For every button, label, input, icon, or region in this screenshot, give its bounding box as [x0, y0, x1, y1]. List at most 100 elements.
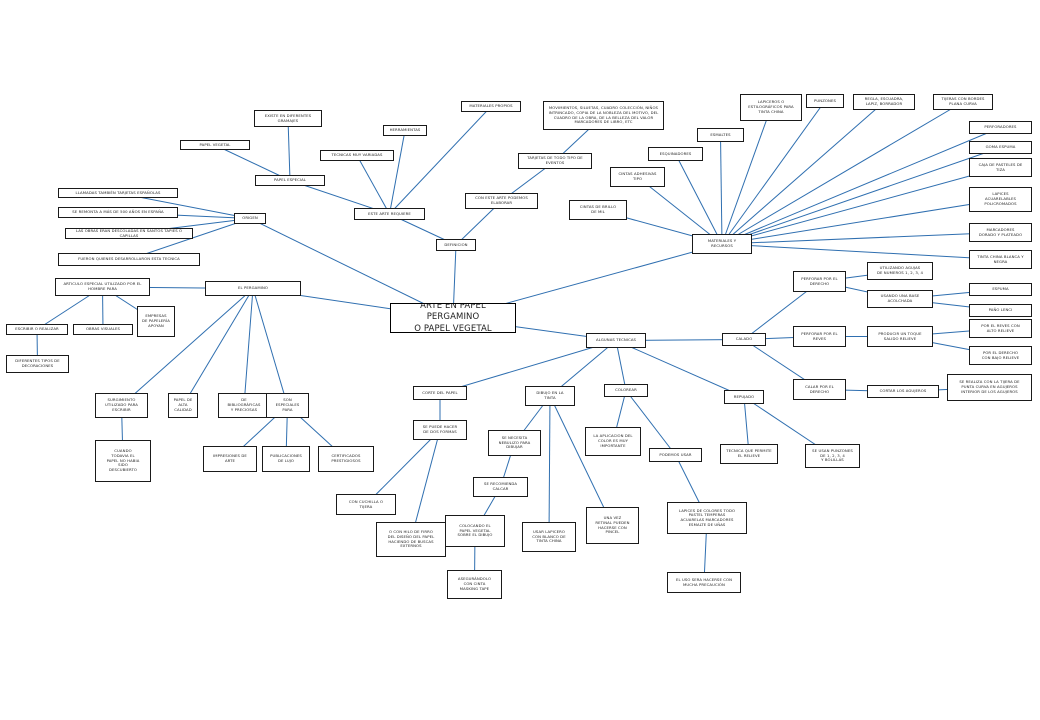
connector-line: [249, 218, 454, 319]
node-pergamino-detail: EMPRESAS DE PAPELERÍA APOYAN: [137, 306, 175, 337]
root-node: ARTE EN PAPEL PERGAMINO O PAPEL VEGETAL: [390, 303, 516, 333]
node-corte-papel: CORTE DEL PAPEL: [413, 386, 467, 400]
node-origen: ORIGEN: [234, 213, 266, 224]
node-material-item: CAJA DE PASTELES DE TIZA: [969, 158, 1032, 177]
node-corte-detail: O CON HILO DE FIRRO DEL DISEÑO DEL PAPEL…: [376, 522, 446, 557]
node-dibujo-detail: ASEGURÁNDOLO CON CINTA MASKING TAPE: [447, 570, 502, 599]
node-calado-detail: POR EL REVES CON ALTO RELIEVE: [969, 319, 1032, 338]
node-calado-detail: PERFORAR POR EL REVES: [793, 326, 846, 347]
connector-line: [182, 288, 254, 406]
node-material-item: TINTA CHINA BLANCA Y NEGRA: [969, 250, 1032, 269]
node-dibujo: DIBUJO EN LA TINTA: [525, 386, 575, 406]
node-corte-detail: SE PUEDE HACER DE DOS FORMAS: [413, 420, 467, 440]
node-pergamino-detail: DE BIBLIOGRÁFICAS Y PRECIOSAS: [218, 393, 270, 418]
connector-line: [439, 340, 617, 394]
node-calado-detail: ESPUMA: [969, 283, 1032, 296]
node-papel-detail: EXISTE EN DIFERENTES GRAMAJES: [254, 110, 322, 127]
node-calado-detail: CORTAR LOS AGUJEROS: [867, 385, 939, 398]
node-pergamino-detail: IMPRESIONES DE ARTE: [203, 446, 257, 472]
node-colorear-detail: LAPICES DE COLORES TODO PASTEL TEMPERAS …: [667, 502, 747, 534]
connector-line: [625, 390, 676, 456]
node-colorear-detail: EL USO SERA HACERSE CON MUCHA PRECAUCIÓN: [667, 572, 741, 593]
connector-line: [721, 101, 964, 245]
node-dibujo-detail: UNA VEZ RETINAL PUEDEN HACERSE CON PINCE…: [586, 507, 639, 544]
node-definicion: DEFINICION: [436, 239, 476, 251]
node-material-item: REGLA, ESCUADRA, LAPIZ, BORRADOR: [853, 94, 915, 110]
node-calado-detail: SE REALIZA CON LA TIJERA DE PUNTA CURVA …: [947, 374, 1032, 401]
node-origen-detail: LAS OBRAS ERAN DESCOLADAS EN SANTOS TAPI…: [65, 228, 193, 239]
node-dibujo-detail: SE NECESITA NEBULIZO PARA DIBUJAR: [488, 430, 541, 456]
connector-line: [365, 429, 441, 505]
node-papel-especial: PAPEL ESPECIAL: [255, 175, 325, 186]
connector-line: [615, 340, 627, 391]
node-repujado: REPUJADO: [724, 390, 764, 404]
connector-line: [637, 176, 723, 245]
node-tecnicas: TECNICAS MUY VARIADAS: [320, 150, 394, 161]
node-pergamino-detail: SURGIMIENTO UTILIZADO PARA ESCRIBIR: [95, 393, 148, 418]
node-calado-detail: USANDO UNA BASE ACOLCHADA: [867, 290, 933, 308]
connector-line: [721, 100, 826, 245]
connector-line: [721, 127, 1001, 245]
connector-line: [721, 107, 772, 245]
node-definicion-detail: TARJETAS DE TODO TIPO DE EVENTOS: [518, 153, 592, 169]
node-algunas-tecnicas: ALGUNAS TECNICAS: [586, 333, 646, 348]
node-calado-detail: PAÑO LENCI: [969, 304, 1032, 317]
node-colorear: COLOREAR: [604, 384, 648, 397]
node-material-item: CINTAS DE BRILLO DE MIL: [569, 200, 627, 220]
node-dibujo-detail: COLOCANDO EL PAPEL VEGETAL SOBRE EL DIBU…: [445, 515, 505, 547]
connector-line: [721, 147, 1001, 245]
node-calado-detail: PERFORAR POR EL DERECHO: [793, 271, 846, 292]
connector-line: [389, 130, 406, 215]
node-calado-detail: PRODUCIR UN TOQUE SALIDO RELIEVE: [867, 326, 933, 347]
connector-line: [214, 144, 291, 181]
node-pergamino-detail: CERTIFICADOS PRESTIGIOSOS: [318, 446, 374, 472]
connector-line: [549, 395, 613, 526]
node-pergamino-detail: PUBLICACIONES DE LUJO: [262, 446, 310, 472]
node-dibujo-detail: SE RECOMIENDA CALCAR: [473, 477, 528, 497]
connector-line: [675, 153, 723, 245]
connector-line: [721, 243, 1001, 260]
connector-line: [287, 118, 291, 181]
node-material-item: GOMA ESPUMA: [969, 141, 1032, 154]
node-repujado-detail: TECNICA QUE PERMITE EL RELIEVE: [720, 444, 778, 464]
node-materiales-recursos: MATERIALES Y RECURSOS: [692, 234, 752, 254]
node-pergamino-detail: ESCRIBIR O REALIZAR: [6, 324, 68, 335]
connector-line: [252, 288, 288, 406]
node-calado-detail: POR EL DERECHO CON BAJO RELIEVE: [969, 346, 1032, 365]
node-material-item: MARCADORES DORADO Y PLATEADO: [969, 223, 1032, 242]
node-calado: CALADO: [722, 333, 766, 346]
node-pergamino: EL PERGAMINO: [205, 281, 301, 296]
connector-line: [721, 101, 885, 245]
node-pergamino-detail: DIFERENTES TIPOS DE DECORACIONES: [6, 355, 69, 373]
node-material-item: LAPICEROS O ESTILOGRÁFICOS PARA TINTA CH…: [740, 94, 802, 121]
node-pergamino-detail: OBRAS VISUALES: [73, 324, 133, 335]
connector-line: [128, 218, 251, 260]
node-material-item: PERFORADORES: [969, 121, 1032, 134]
connector-line: [121, 288, 254, 406]
node-pergamino-detail: PAPEL DE ALTA CALIDAD: [168, 393, 198, 418]
connector-line: [615, 340, 745, 398]
connector-line: [721, 199, 1001, 245]
node-material-item: ESMALTES: [697, 128, 744, 142]
node-origen-detail: LLAMADAS TAMBIÉN TARJETAS ESPAÑOLAS: [58, 188, 178, 198]
connector-line: [548, 395, 551, 538]
node-dibujo-detail: USAR LAPICERO CON BLANCO DE TINTA CHINA: [522, 522, 576, 552]
node-arte-requiere: ESTE ARTE REQUIERE: [354, 208, 425, 220]
node-material-item: ESQUINADORES: [648, 147, 703, 161]
connector-line: [721, 167, 1001, 245]
node-origen-detail: FUERON QUIENES DESARROLLARON ESTA TECNIC…: [58, 253, 200, 266]
node-pergamino-detail: SON ESPECIALES PARA: [266, 393, 309, 418]
node-pergamino-detail: ARTICULO ESPECIAL UTILIZADO POR EL HOMBR…: [55, 278, 150, 296]
connector-line: [720, 134, 723, 245]
connector-line: [356, 155, 390, 215]
node-material-item: LAPICES ACUARELABLES POLICROMADOS: [969, 187, 1032, 212]
connector-line: [389, 106, 492, 215]
node-herramientas: HERRAMIENTAS: [383, 125, 427, 136]
node-colorear-detail: LA APLICACION DEL COLOR ES MUY IMPORTANT…: [585, 427, 641, 456]
node-definicion-detail: CON ESTE ARTE PODEMOS ELABORAR: [465, 193, 538, 209]
node-calado-detail: UTILIZANDO AGUJAS DE NUMEROS 1, 2, 3, 4: [867, 262, 933, 280]
node-colorear-detail: PODEMOS USAR: [649, 448, 702, 462]
node-material-item: TIJERAS CON BORDES PLANA CURVA: [933, 94, 993, 110]
node-corte-detail: CON CUCHILLA O TIJERA: [336, 494, 396, 515]
node-papel-detail: PAPEL VEGETAL: [180, 140, 250, 150]
